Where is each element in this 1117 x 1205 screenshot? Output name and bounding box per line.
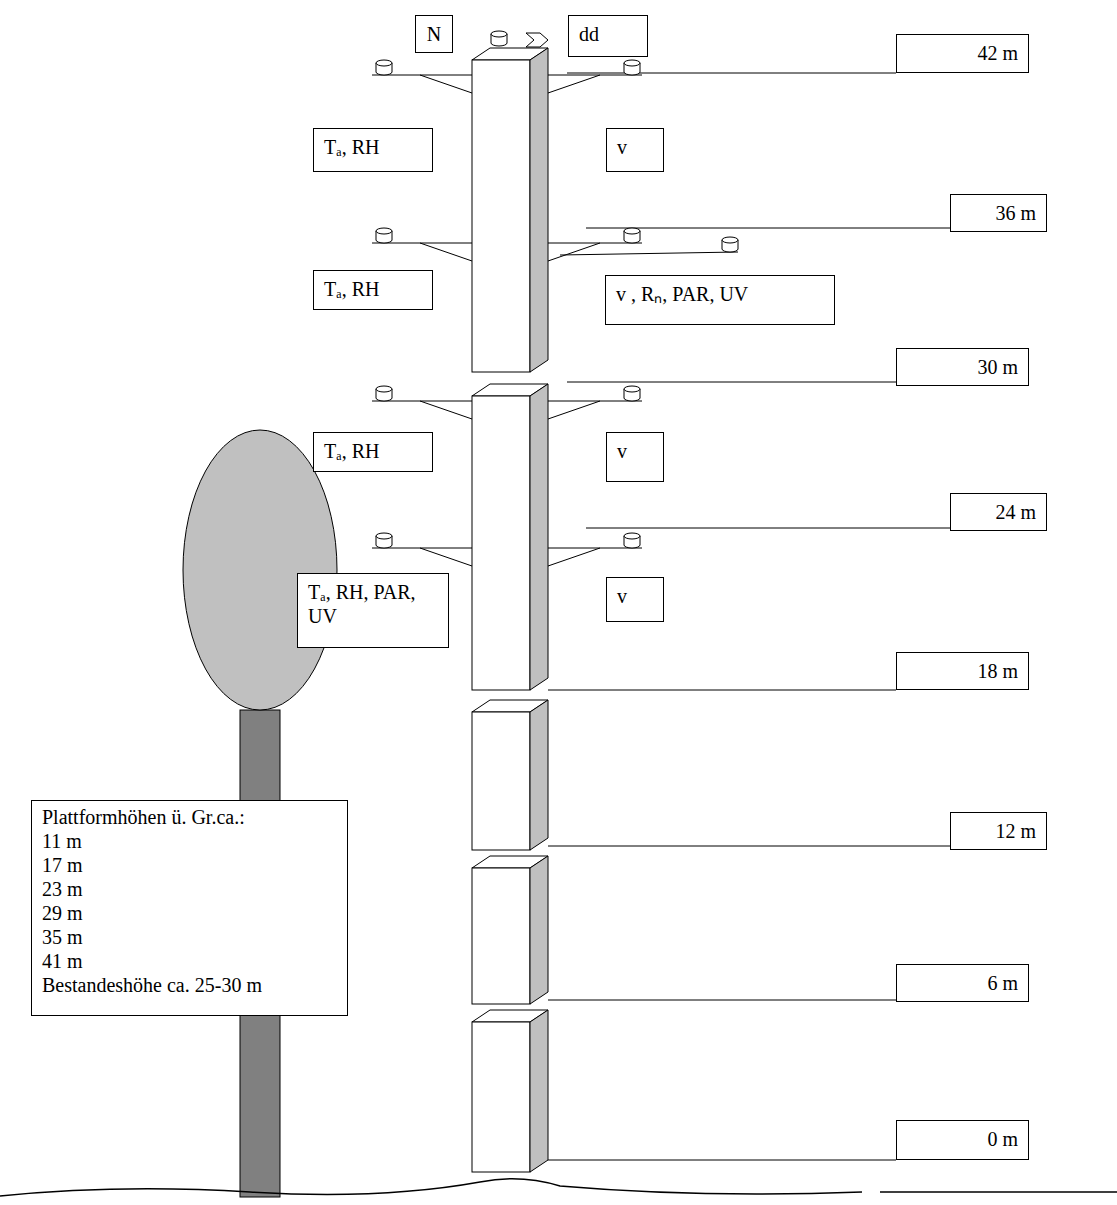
height-label: 24 m	[950, 493, 1047, 531]
note-line: 17 m	[42, 853, 337, 877]
label-text: dd	[579, 22, 637, 46]
note-line: 29 m	[42, 901, 337, 925]
label-text: N	[426, 22, 442, 46]
sensor-label: v	[606, 432, 664, 482]
note-line: 35 m	[42, 925, 337, 949]
label-text: 0 m	[907, 1127, 1018, 1151]
note-line: 23 m	[42, 877, 337, 901]
label-text: 6 m	[907, 971, 1018, 995]
note-line: 41 m	[42, 949, 337, 973]
label-text: Tₐ, RH, PAR, UV	[308, 580, 438, 628]
tower-segments	[472, 48, 548, 1172]
label-text: Tₐ, RH	[324, 277, 422, 301]
sensor-label: v , Rₙ, PAR, UV	[605, 275, 835, 325]
label-text: 24 m	[961, 500, 1036, 524]
label-text: v , Rₙ, PAR, UV	[616, 282, 824, 306]
height-leaders	[548, 73, 950, 1160]
height-label: 42 m	[896, 34, 1029, 73]
label-text: v	[617, 584, 653, 608]
height-label: 12 m	[950, 812, 1047, 850]
sensor-label: Tₐ, RH	[313, 432, 433, 472]
wind-vane	[526, 33, 548, 47]
label-text: 12 m	[961, 819, 1036, 843]
note-line: 11 m	[42, 829, 337, 853]
sensor-label: v	[606, 128, 664, 172]
platform-note: Plattformhöhen ü. Gr.ca.:11 m17 m23 m29 …	[31, 800, 348, 1016]
sensor-label: Tₐ, RH, PAR, UV	[297, 573, 449, 648]
tree-crown	[183, 430, 337, 710]
label-text: 36 m	[961, 201, 1036, 225]
label-text: Tₐ, RH	[324, 135, 422, 159]
height-label: 0 m	[896, 1120, 1029, 1160]
label-text: 30 m	[907, 355, 1018, 379]
sensor-label: dd	[568, 15, 648, 57]
sensor-label: Tₐ, RH	[313, 270, 433, 310]
label-text: 42 m	[907, 41, 1018, 65]
height-label: 36 m	[950, 194, 1047, 232]
height-label: 18 m	[896, 652, 1029, 690]
label-text: v	[617, 135, 653, 159]
label-text: Tₐ, RH	[324, 439, 422, 463]
label-text: v	[617, 439, 653, 463]
sensor-label: N	[415, 15, 453, 53]
note-line: Bestandeshöhe ca. 25-30 m	[42, 973, 337, 997]
height-label: 30 m	[896, 348, 1029, 386]
label-text: 18 m	[907, 659, 1018, 683]
ground-line	[0, 1179, 1117, 1196]
sensor-label: Tₐ, RH	[313, 128, 433, 172]
height-label: 6 m	[896, 964, 1029, 1002]
sensor-label: v	[606, 577, 664, 622]
note-line: Plattformhöhen ü. Gr.ca.:	[42, 805, 337, 829]
